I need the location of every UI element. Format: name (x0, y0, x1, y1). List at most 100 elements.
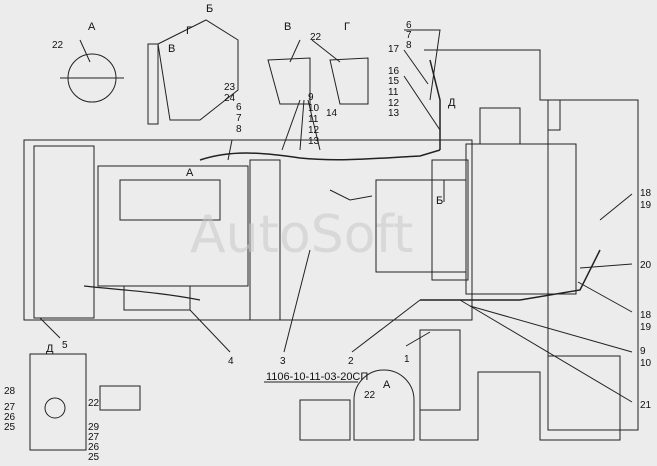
callout-10-m: 10 (308, 103, 320, 114)
fuel-tank (419, 329, 461, 411)
callout-26-r: 26 (88, 442, 100, 453)
callout-8-tr: 8 (406, 40, 412, 51)
radiator-top (479, 107, 521, 145)
view-d-relay (44, 397, 66, 419)
leader-2 (351, 299, 421, 353)
callout-19-b: 19 (640, 322, 652, 333)
view-label-d-main: Д (448, 97, 456, 109)
leader-1 (405, 331, 431, 347)
frame-outline (23, 139, 473, 321)
callout-21: 21 (640, 400, 652, 411)
view-label-v-inset: В (168, 43, 175, 55)
callout-2: 2 (348, 356, 354, 367)
callout-25-l: 25 (4, 422, 16, 433)
callout-20: 20 (640, 260, 652, 271)
callout-16: 16 (388, 66, 400, 77)
callout-3: 3 (280, 356, 286, 367)
leader-22vg (289, 39, 341, 63)
left-panel (33, 145, 95, 319)
callout-5: 5 (62, 340, 68, 351)
callout-22-d: 22 (88, 398, 100, 409)
view-label-b-main: Б (436, 195, 443, 207)
engine-head (119, 179, 221, 221)
callout-25-r: 25 (88, 452, 100, 463)
view-d-frame (29, 353, 87, 451)
view-g-body (329, 57, 369, 105)
view-label-d-inset: Д (46, 343, 54, 355)
battery-box (375, 179, 467, 273)
callout-14: 14 (326, 108, 338, 119)
callout-27-r: 27 (88, 432, 100, 443)
callout-9-m: 9 (308, 92, 314, 103)
harness-cab (429, 59, 441, 150)
harness-lower (420, 249, 601, 301)
frame-crossmember (249, 159, 281, 321)
view-label-a-top: А (88, 21, 96, 33)
leader-22a (79, 39, 91, 63)
callout-26-l: 26 (4, 412, 16, 423)
cab-outline (419, 49, 621, 441)
leader-17 (403, 49, 429, 85)
callout-11-r: 11 (388, 87, 399, 98)
leader-9-10 (469, 305, 633, 353)
callout-13-r: 13 (388, 108, 400, 119)
callout-8-b: 8 (236, 124, 242, 135)
view-label-b-top: Б (206, 3, 213, 15)
callout-9-b: 9 (640, 346, 646, 357)
callout-18-a: 18 (640, 188, 652, 199)
view-a-bottom (353, 369, 415, 441)
callout-15: 15 (388, 76, 400, 87)
leader-16 (403, 75, 441, 131)
callout-6-b: 6 (236, 102, 242, 113)
leader-a-main (227, 139, 233, 161)
callout-10-b: 10 (640, 358, 652, 369)
view-label-g-inset: Г (186, 25, 192, 37)
watermark: AutoSoft (190, 205, 413, 265)
bottom-bracket (299, 399, 351, 441)
callout-12-r: 12 (388, 98, 400, 109)
callout-19-a: 19 (640, 200, 652, 211)
view-b-body (157, 19, 239, 121)
battery-case (431, 159, 469, 281)
leader-6-8 (404, 29, 441, 101)
harness-left (83, 285, 201, 301)
callout-29: 29 (88, 422, 100, 433)
callout-7-tr: 7 (406, 30, 412, 41)
callout-27-l: 27 (4, 402, 16, 413)
drawing-title: 1106-10-11-03-20СП (266, 371, 368, 383)
leader-4 (189, 309, 231, 353)
leader-18-19 (599, 193, 633, 221)
callout-6-tr: 6 (406, 20, 412, 31)
cab-right-wall (547, 99, 639, 431)
view-label-a-bottom: А (383, 379, 391, 391)
callout-13-m: 13 (308, 136, 320, 147)
callout-22-a: 22 (52, 40, 64, 51)
callout-12-m: 12 (308, 125, 320, 136)
harness-upper (199, 149, 441, 161)
leader-5 (39, 317, 61, 339)
callout-22-bottom: 22 (364, 390, 376, 401)
callout-11-m: 11 (308, 114, 319, 125)
callout-7-b: 7 (236, 113, 242, 124)
callout-18-b: 18 (640, 310, 652, 321)
callout-22-vg: 22 (310, 32, 322, 43)
callout-4: 4 (228, 356, 234, 367)
view-label-a-main: А (186, 167, 194, 179)
callout-28: 28 (4, 386, 16, 397)
view-v-body (267, 57, 311, 105)
harness-branch (329, 189, 373, 201)
callout-17: 17 (388, 44, 400, 55)
leader-21 (459, 299, 633, 403)
radiator-block (465, 143, 577, 295)
bottom-plate (99, 385, 141, 411)
view-b-plate (147, 43, 159, 125)
leader-9-13 (281, 99, 321, 151)
leader-3 (283, 249, 311, 353)
gearbox (123, 285, 191, 311)
leader-18b (577, 281, 633, 313)
callout-23: 23 (224, 82, 236, 93)
leader-20 (579, 263, 633, 269)
view-label-v-top: В (284, 21, 291, 33)
